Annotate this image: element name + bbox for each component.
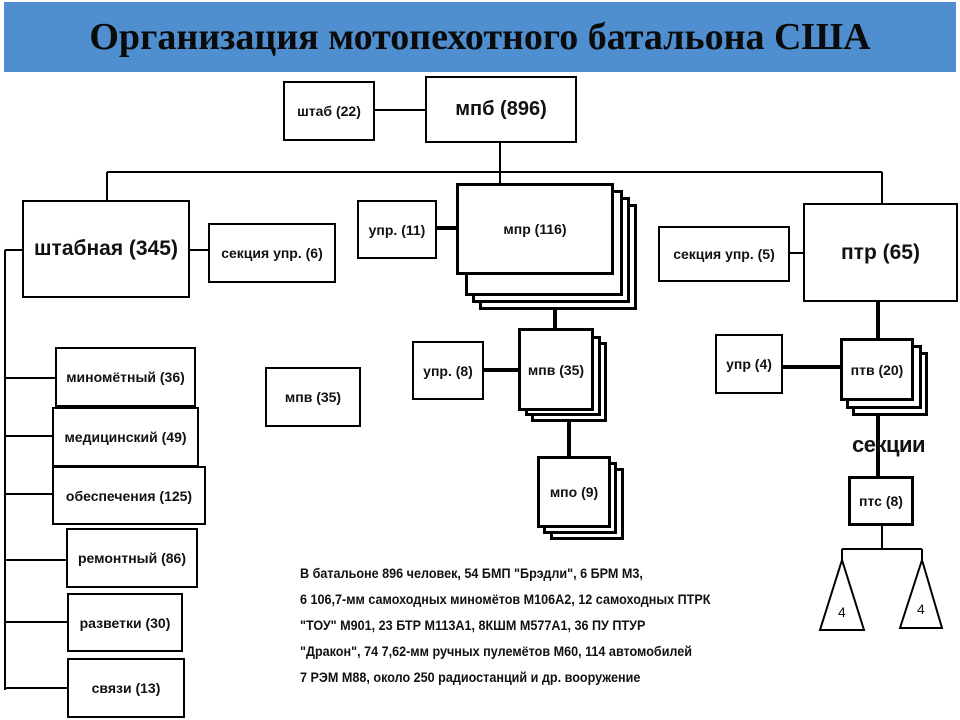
platoon-mortar: миномётный (36)	[55, 347, 196, 407]
antitank-platoon-box: птв (20)	[840, 338, 914, 401]
hq-company-section-label: секция упр. (6)	[221, 245, 323, 261]
infantry-platoon-standalone-label: мпв (35)	[284, 389, 342, 405]
platoon-signals-label: связи (13)	[91, 680, 161, 696]
infantry-platoon-box: мпв (35)	[518, 328, 594, 411]
hq-company-label: штабная (345)	[34, 237, 178, 260]
summary-line: "Дракон", 74 7,62-мм ручных пулемётов М6…	[300, 643, 693, 659]
platoon-repair-label: ремонтный (86)	[78, 550, 186, 566]
page-title: Организация мотопехотного батальона США	[89, 16, 871, 58]
infantry-company-box: мпр (116)	[456, 183, 614, 275]
summary-text: В батальоне 896 человек, 54 БМП "Брэдли"…	[300, 560, 723, 690]
hq-company-box: штабная (345)	[22, 200, 190, 298]
infantry-company-mgmt-box: упр. (11)	[357, 200, 437, 259]
platoon-medical: медицинский (49)	[52, 407, 199, 467]
platoon-recon-label: разветки (30)	[79, 614, 171, 631]
title-bar: Организация мотопехотного батальона США	[4, 2, 956, 72]
platoon-support-label: обеспечения (125)	[65, 487, 193, 504]
antitank-section-box: секция упр. (5)	[658, 226, 790, 282]
infantry-platoon-label: мпв (35)	[527, 361, 585, 378]
infantry-company-mgmt-label: упр. (11)	[368, 221, 426, 238]
platoon-signals: связи (13)	[67, 658, 185, 718]
platoon-recon: разветки (30)	[67, 593, 183, 652]
antitank-company-label: птр (65)	[841, 240, 920, 264]
infantry-squad-label: мпо (9)	[549, 484, 599, 500]
antitank-section-label: секция упр. (5)	[673, 246, 775, 262]
antitank-platoon-mgmt-label: упр (4)	[726, 356, 772, 372]
hq-label: штаб (22)	[297, 103, 361, 119]
sections-label: секции	[852, 432, 926, 457]
infantry-company-label: мпр (116)	[503, 221, 567, 237]
antitank-platoon-mgmt-box: упр (4)	[715, 334, 783, 394]
summary-line: "ТОУ" М901, 23 БТР М113А1, 8КШМ М577А1, …	[300, 617, 646, 633]
antitank-section-unit-label: птс (8)	[859, 493, 903, 509]
summary-line: 7 РЭМ М88, около 250 радиостанций и др. …	[300, 669, 641, 685]
summary-line: В батальоне 896 человек, 54 БМП "Брэдли"…	[300, 565, 643, 581]
battalion-box: мпб (896)	[425, 76, 577, 143]
hq-box: штаб (22)	[283, 81, 375, 141]
infantry-platoon-standalone-box: мпв (35)	[265, 367, 361, 427]
platoon-mgmt-box: упр. (8)	[412, 341, 484, 400]
triangle-left-label: 4	[838, 604, 846, 620]
platoon-mortar-label: миномётный (36)	[66, 369, 185, 385]
triangle-right-label: 4	[917, 601, 925, 617]
antitank-section-unit-box: птс (8)	[848, 476, 914, 526]
platoon-repair: ремонтный (86)	[66, 528, 198, 588]
summary-line: 6 106,7-мм самоходных миномётов М106А2, …	[300, 591, 711, 607]
antitank-platoon-label: птв (20)	[850, 361, 904, 378]
hq-company-section-box: секция упр. (6)	[208, 223, 336, 283]
platoon-medical-label: медицинский (49)	[64, 429, 187, 445]
battalion-label: мпб (896)	[455, 98, 547, 120]
antitank-company-box: птр (65)	[803, 203, 958, 302]
platoon-mgmt-label: упр. (8)	[423, 362, 473, 379]
platoon-support: обеспечения (125)	[52, 466, 206, 525]
infantry-squad-box: мпо (9)	[537, 456, 611, 528]
